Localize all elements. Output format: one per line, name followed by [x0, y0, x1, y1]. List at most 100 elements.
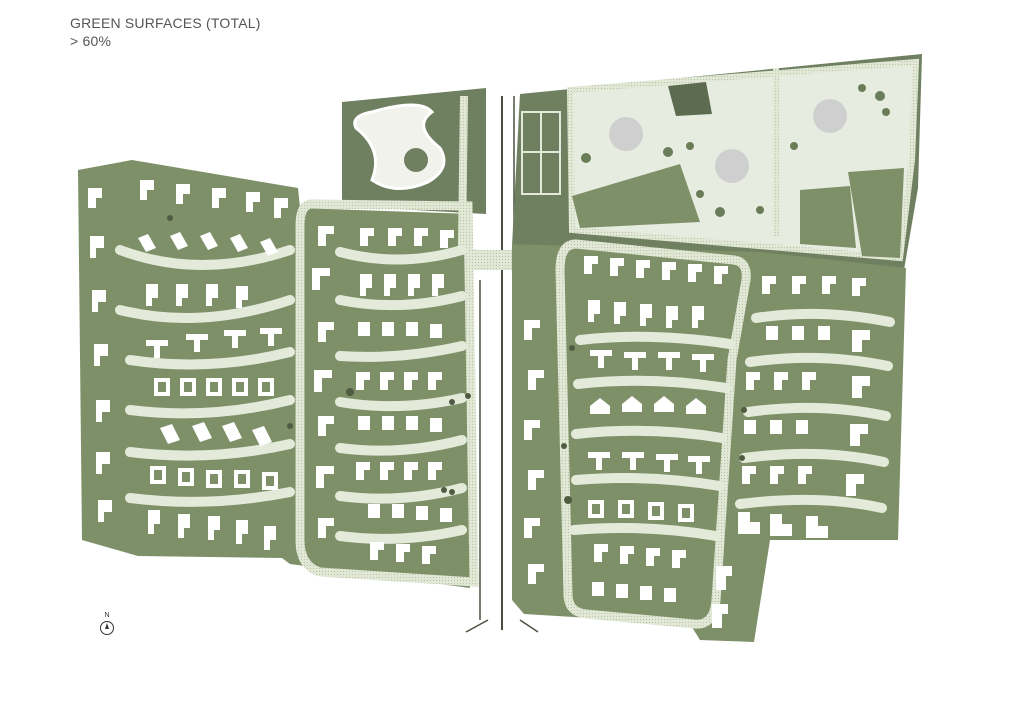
- house: [430, 418, 442, 432]
- house: [318, 518, 334, 538]
- house: [656, 454, 678, 472]
- house: [208, 516, 220, 540]
- house: [686, 398, 706, 414]
- house: [314, 370, 332, 392]
- house: [404, 372, 418, 390]
- house: [360, 274, 372, 296]
- east-green-block: [512, 244, 906, 642]
- house: [792, 326, 804, 340]
- map-subtitle: > 60%: [70, 33, 112, 49]
- house: [762, 276, 776, 294]
- house: [662, 262, 676, 280]
- house: [714, 266, 728, 284]
- house: [192, 422, 212, 442]
- house: [624, 352, 646, 370]
- house: [648, 502, 664, 520]
- house: [622, 396, 642, 412]
- plaza-circle: [609, 117, 643, 151]
- house: [96, 400, 110, 422]
- house: [688, 456, 710, 474]
- pavilion: [668, 82, 712, 116]
- plaza-trees: [581, 84, 890, 217]
- house: [742, 466, 756, 484]
- house: [94, 344, 108, 366]
- house: [138, 234, 156, 252]
- house: [584, 256, 598, 274]
- house: [588, 300, 600, 322]
- house: [160, 424, 180, 444]
- house: [636, 260, 650, 278]
- house: [318, 416, 334, 436]
- house: [98, 500, 112, 522]
- west-loop-path: [295, 199, 479, 587]
- house: [622, 452, 644, 470]
- east-garden-paths: [569, 308, 895, 541]
- house: [594, 544, 608, 562]
- house: [318, 226, 334, 246]
- house: [770, 466, 784, 484]
- house: [404, 462, 418, 480]
- house: [146, 284, 158, 306]
- house: [92, 290, 106, 312]
- house: [380, 462, 394, 480]
- house: [206, 470, 222, 488]
- house: [230, 234, 248, 252]
- house: [206, 284, 218, 306]
- house: [224, 330, 246, 348]
- house: [146, 340, 168, 358]
- north-arrow-icon: [100, 621, 114, 635]
- house: [260, 238, 278, 256]
- house: [180, 378, 196, 396]
- house: [232, 378, 248, 396]
- house: [440, 230, 454, 248]
- house: [416, 506, 428, 520]
- house: [678, 504, 694, 522]
- house: [312, 268, 330, 290]
- compass-label: N: [104, 612, 110, 619]
- house: [370, 542, 384, 560]
- house: [380, 372, 394, 390]
- trees: [167, 215, 747, 504]
- plaza-circle: [715, 149, 749, 183]
- house: [316, 466, 334, 488]
- house: [392, 504, 404, 518]
- house: [234, 470, 250, 488]
- house: [274, 198, 288, 218]
- house: [356, 372, 370, 390]
- house: [692, 306, 704, 328]
- house: [246, 192, 260, 212]
- house: [358, 322, 370, 336]
- house: [640, 586, 652, 600]
- house: [428, 372, 442, 390]
- house: [414, 228, 428, 246]
- house: [440, 508, 452, 522]
- house: [260, 328, 282, 346]
- house: [616, 584, 628, 598]
- west-garden-paths: [115, 245, 467, 544]
- house: [744, 420, 756, 434]
- house: [590, 398, 610, 414]
- house: [318, 322, 334, 342]
- house: [262, 472, 278, 490]
- house: [368, 504, 380, 518]
- house: [666, 306, 678, 328]
- house: [428, 462, 442, 480]
- house: [852, 330, 870, 352]
- house: [178, 514, 190, 538]
- house: [176, 184, 190, 204]
- house: [430, 324, 442, 338]
- house: [406, 322, 418, 336]
- house: [738, 512, 760, 534]
- house: [236, 286, 248, 308]
- west-buildings: [88, 180, 454, 564]
- house: [688, 264, 702, 282]
- house: [590, 350, 612, 368]
- house: [792, 276, 806, 294]
- house: [850, 424, 868, 446]
- house: [360, 228, 374, 246]
- house: [212, 188, 226, 208]
- meadow: [572, 164, 700, 228]
- house: [150, 466, 166, 484]
- house: [712, 604, 728, 628]
- house: [592, 582, 604, 596]
